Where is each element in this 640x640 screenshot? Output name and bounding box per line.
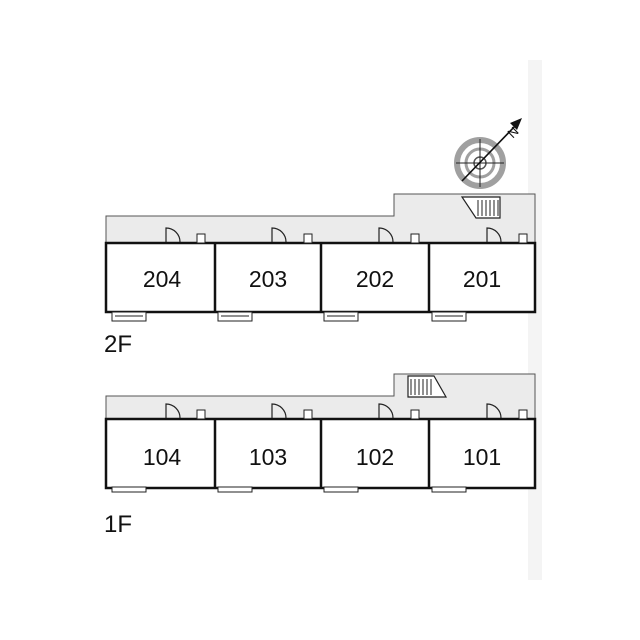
unit-number-201: 201 [463,266,501,292]
meter-box-201 [518,233,528,244]
meter-box-103 [303,409,313,420]
meter-box-202 [410,233,420,244]
meter-box-102 [410,409,420,420]
compass-north-letter: N [504,124,521,141]
floor-label-1f: 1F [104,511,132,538]
unit-number-101: 101 [463,444,501,470]
door-204 [165,227,181,243]
door-201 [486,227,502,243]
balcony-window-201 [431,311,467,322]
window-101 [431,486,467,493]
door-203 [271,227,287,243]
door-103 [271,403,287,419]
meter-box-203 [303,233,313,244]
door-102 [378,403,394,419]
floor-label-2f: 2F [104,331,132,358]
window-104 [111,486,147,493]
floor-1f: 104 103 102 101 1F [104,373,537,538]
balcony-window-204 [111,311,147,322]
north-arrow-compass-icon: N [454,118,522,189]
door-104 [165,403,181,419]
unit-number-103: 103 [249,444,287,470]
corridor-1f [105,373,536,420]
unit-number-104: 104 [143,444,182,470]
meter-box-204 [196,233,206,244]
door-101 [486,403,502,419]
unit-number-203: 203 [249,266,287,292]
balcony-window-202 [323,311,359,322]
balcony-window-203 [217,311,253,322]
door-202 [378,227,394,243]
staircase-1f-icon [407,375,448,398]
floor-2f: 204 203 202 201 2F [104,193,537,358]
unit-number-202: 202 [356,266,394,292]
meter-box-101 [518,409,528,420]
staircase-2f-icon [460,196,501,219]
unit-number-204: 204 [143,266,182,292]
unit-number-102: 102 [356,444,394,470]
window-102 [323,486,359,493]
window-103 [217,486,253,493]
meter-box-104 [196,409,206,420]
